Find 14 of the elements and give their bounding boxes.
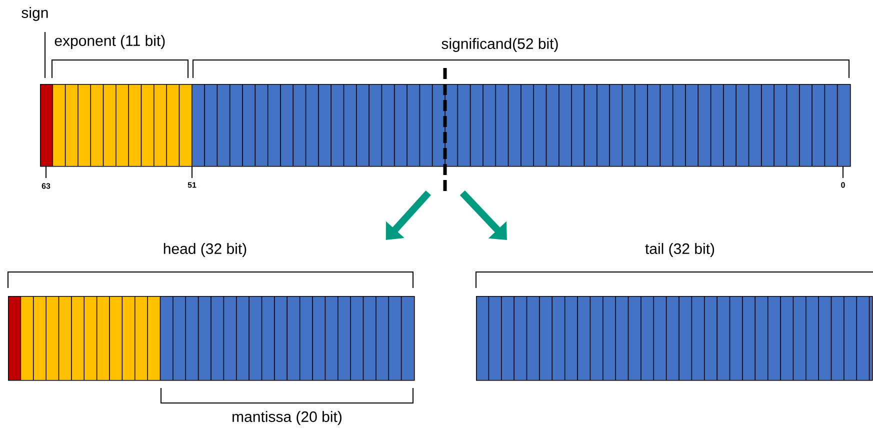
field-label: tail (32 bit) bbox=[645, 243, 714, 257]
arrow bbox=[460, 190, 507, 240]
register-bar bbox=[8, 296, 415, 381]
field-label: exponent (11 bit) bbox=[54, 35, 165, 49]
bit-index: 63 bbox=[42, 183, 50, 189]
arrow bbox=[386, 190, 431, 240]
field-label: head (32 bit) bbox=[164, 243, 246, 257]
sign-label: sign bbox=[22, 7, 48, 21]
bit-index: 51 bbox=[188, 182, 196, 188]
field-label: mantissa (20 bit) bbox=[232, 411, 342, 425]
register-bar bbox=[476, 296, 873, 381]
bit-index: 0 bbox=[841, 182, 845, 188]
register-bar bbox=[40, 84, 851, 167]
field-label: significand(52 bit) bbox=[442, 38, 558, 52]
